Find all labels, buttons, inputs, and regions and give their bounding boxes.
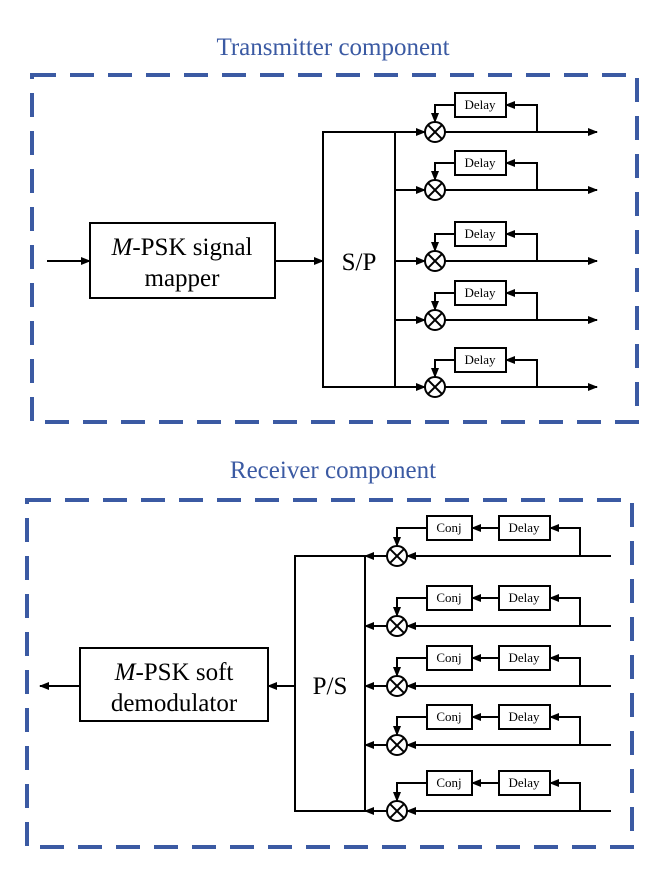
delay-label: Delay xyxy=(464,352,496,367)
multiplier-icon xyxy=(386,675,408,697)
conj-label: Conj xyxy=(436,590,461,605)
multiplier-cross xyxy=(427,124,443,140)
transmitter-branch: Delay xyxy=(395,150,598,201)
multiplier-cross xyxy=(427,182,443,198)
multiplier-icon xyxy=(424,250,446,272)
ps-block xyxy=(294,555,366,812)
receiver-branch: Delay Conj xyxy=(364,585,611,637)
transmitter-branch: Delay xyxy=(395,280,598,331)
conj-to-multiplier-arrow xyxy=(393,782,427,802)
delay-label: Delay xyxy=(464,155,496,170)
sp-block xyxy=(322,131,396,388)
tap-to-delay-arrow xyxy=(549,524,581,556)
delay-to-multiplier-arrow xyxy=(431,292,455,311)
mapper-label-line2: mapper xyxy=(145,265,221,292)
multiplier-cross xyxy=(389,803,405,819)
delay-to-multiplier-arrow xyxy=(431,104,455,123)
multiplier-cross xyxy=(389,737,405,753)
multiplier-cross xyxy=(389,678,405,694)
demod-label-prefix: M xyxy=(114,659,137,686)
mapper-label-prefix: M xyxy=(111,234,134,261)
receiver-branch: Delay Conj xyxy=(364,704,611,756)
transmitter-frame xyxy=(30,73,639,424)
delay-feedback-arrow xyxy=(505,230,538,261)
ps-label: P/S xyxy=(313,673,348,700)
conj-to-multiplier-arrow xyxy=(393,597,427,617)
receiver-frame xyxy=(25,498,634,849)
delay-to-multiplier-arrow xyxy=(431,233,455,252)
multiplier-icon xyxy=(424,121,446,143)
receiver-branches: DelayConjDelayConjDelayConjDelayConjDela… xyxy=(364,515,611,822)
multiplier-icon xyxy=(386,615,408,637)
transmitter-branch: Delay xyxy=(395,92,598,143)
conj-label: Conj xyxy=(436,775,461,790)
multiplier-icon xyxy=(424,179,446,201)
tap-to-delay-arrow xyxy=(549,594,581,626)
conj-block xyxy=(426,515,473,541)
delay-label: Delay xyxy=(508,520,540,535)
mapper-label-rest: -PSK signal xyxy=(132,234,252,261)
delay-label: Delay xyxy=(508,590,540,605)
delay-label: Delay xyxy=(464,226,496,241)
multiplier-cross xyxy=(427,379,443,395)
transmitter-title: Transmitter component xyxy=(216,34,449,61)
tap-to-delay-arrow xyxy=(549,779,581,811)
conj-label: Conj xyxy=(436,520,461,535)
delay-label: Delay xyxy=(508,650,540,665)
receiver-section: Receiver component M-PSK soft demodulato… xyxy=(25,457,634,849)
delay-to-multiplier-arrow xyxy=(431,162,455,181)
mapper-label-line1: M-PSK signal xyxy=(111,234,253,261)
sp-label: S/P xyxy=(342,249,377,276)
multiplier-cross xyxy=(389,618,405,634)
delay-block xyxy=(454,221,507,247)
delay-feedback-arrow xyxy=(505,356,538,387)
delay-block xyxy=(454,347,507,373)
demod-label-line1: M-PSK soft xyxy=(114,659,234,686)
conj-to-multiplier-arrow xyxy=(393,716,427,736)
transmitter-branch: Delay xyxy=(395,221,598,272)
multiplier-cross xyxy=(389,548,405,564)
conj-to-multiplier-arrow xyxy=(393,657,427,677)
delay-feedback-arrow xyxy=(505,159,538,190)
delay-label: Delay xyxy=(464,285,496,300)
tap-to-delay-arrow xyxy=(549,654,581,686)
demod-label-line2: demodulator xyxy=(111,690,238,717)
receiver-title: Receiver component xyxy=(230,457,436,484)
receiver-branch: Delay Conj xyxy=(364,770,611,822)
multiplier-icon xyxy=(386,545,408,567)
conj-block xyxy=(426,585,473,611)
mpsk-soft-demodulator-block xyxy=(79,647,269,722)
multiplier-icon xyxy=(386,734,408,756)
delay-label: Delay xyxy=(464,97,496,112)
delay-to-multiplier-arrow xyxy=(431,359,455,378)
tap-to-delay-arrow xyxy=(549,713,581,745)
conj-to-multiplier-arrow xyxy=(393,527,427,547)
multiplier-cross xyxy=(427,253,443,269)
mpsk-signal-mapper-block xyxy=(89,222,276,299)
multiplier-cross xyxy=(427,312,443,328)
delay-block xyxy=(498,704,551,730)
multiplier-icon xyxy=(424,309,446,331)
conj-block xyxy=(426,645,473,671)
delay-label: Delay xyxy=(508,709,540,724)
multiplier-icon xyxy=(424,376,446,398)
delay-block xyxy=(498,645,551,671)
delay-block xyxy=(498,515,551,541)
multiplier-icon xyxy=(386,800,408,822)
delay-feedback-arrow xyxy=(505,289,538,320)
delay-feedback-arrow xyxy=(505,101,538,132)
receiver-branch: Delay Conj xyxy=(364,515,611,567)
delay-label: Delay xyxy=(508,775,540,790)
receiver-branch: Delay Conj xyxy=(364,645,611,697)
transmitter-branch: Delay xyxy=(395,347,598,398)
demod-label-rest: -PSK soft xyxy=(135,659,233,686)
transmitter-section: Transmitter component M-PSK signal mappe… xyxy=(30,34,639,424)
conj-label: Conj xyxy=(436,709,461,724)
conj-label: Conj xyxy=(436,650,461,665)
